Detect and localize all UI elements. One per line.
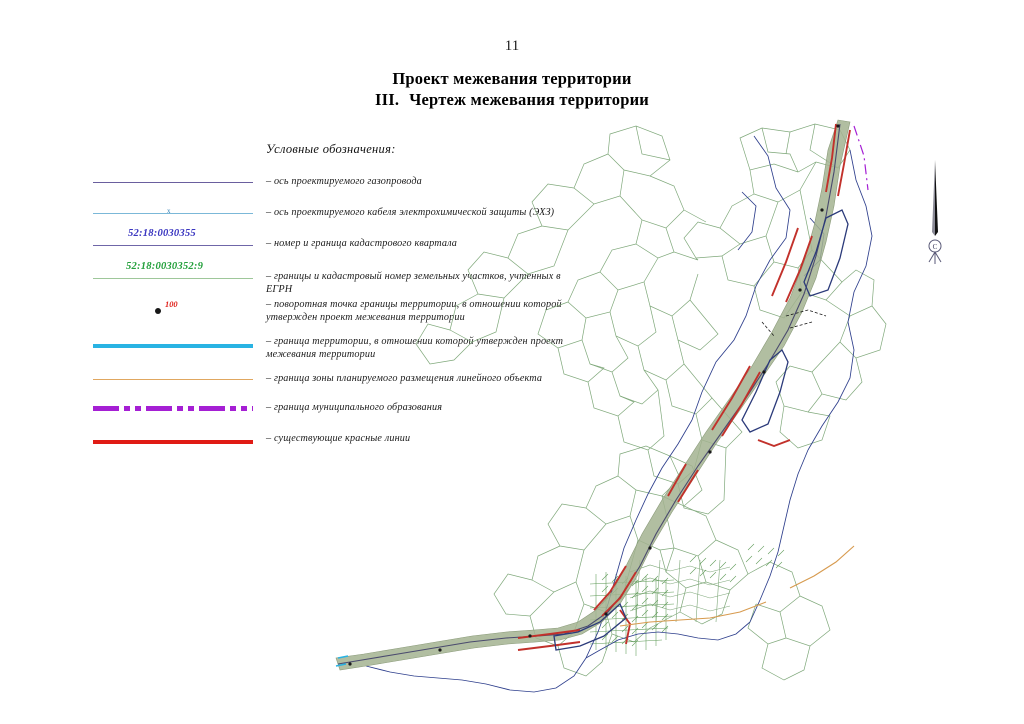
- page-number: 11: [504, 38, 520, 54]
- map-territory-boundary-lines: [365, 135, 873, 693]
- legend-symbol-ecp-cable-line: [93, 213, 253, 214]
- map-street-network: [629, 559, 731, 623]
- map-survey-territory-outline: [553, 209, 849, 651]
- turning-point-dot-icon: [155, 308, 161, 314]
- legend-symbol-parcel-line: [93, 278, 253, 279]
- map-red-lines: [517, 123, 851, 651]
- legend-label-red-lines: – существующие красные линии: [266, 433, 411, 444]
- legend-symbol-placement-zone-line: [93, 379, 253, 380]
- legend-symbol-gas-axis-line: [93, 182, 253, 183]
- map-municipality-boundary: [853, 125, 869, 191]
- legend-label-gas-axis: – ось проектируемого газопровода: [266, 176, 422, 187]
- legend-symbol-municipality-line: [93, 406, 253, 411]
- title-line-1: Проект межевания территории: [392, 69, 632, 88]
- map-annotation-leaders: [761, 309, 827, 337]
- map-vegetation-area-upper: [689, 543, 785, 583]
- north-label: С: [933, 243, 938, 251]
- legend-symbol-red-line: [93, 440, 253, 444]
- map-placement-zone-line: [619, 545, 855, 627]
- legend-label-placement-zone: – граница зоны планируемого размещения л…: [266, 373, 543, 384]
- north-arrow: С: [918, 158, 952, 268]
- map-survey-corridor: [335, 119, 851, 671]
- title-line-2: III. Чертеж межевания территории: [0, 89, 1024, 110]
- legend-label-land-parcels: – границы и кадастровый номер земельных …: [266, 271, 561, 295]
- survey-map-drawing: [150, 110, 980, 700]
- title-section-text: Чертеж межевания территории: [409, 90, 649, 109]
- legend-label-cadastral-quarter: – номер и граница кадастрового квартала: [266, 238, 458, 249]
- cable-cross-icon: x: [167, 207, 171, 215]
- page-title: Проект межевания территории III. Чертеж м…: [0, 68, 1024, 110]
- map-cadastral-parcels: [415, 123, 887, 515]
- legend-label-municipality-boundary: – граница муниципального образования: [266, 402, 443, 413]
- legend-symbol-territory-line: [93, 344, 253, 348]
- legend-value-parcel-number: 52:18:0030352:9: [126, 261, 204, 272]
- legend-heading: Условные обозначения:: [266, 142, 396, 156]
- map-territory-highlight: [335, 655, 349, 667]
- map-parcels-south-cluster: [493, 445, 831, 681]
- map-gas-pipeline-axis: [337, 123, 841, 665]
- legend-label-turning-point: – поворотная точка границы территории, в…: [266, 299, 562, 323]
- legend-label-ecp-cable: – ось проектируемого кабеля электрохимич…: [266, 207, 555, 218]
- legend-label-territory-boundary: – граница территории, в отношении которо…: [266, 336, 564, 360]
- legend-value-quarter-number: 52:18:0030355: [128, 228, 196, 239]
- legend: Условные обозначения: – ось проектируемо…: [0, 0, 600, 480]
- legend-symbol-quarter-line: [93, 245, 253, 246]
- title-section-number: III.: [375, 90, 400, 109]
- turning-point-number: 100: [165, 300, 178, 309]
- map-turning-points: [348, 124, 840, 666]
